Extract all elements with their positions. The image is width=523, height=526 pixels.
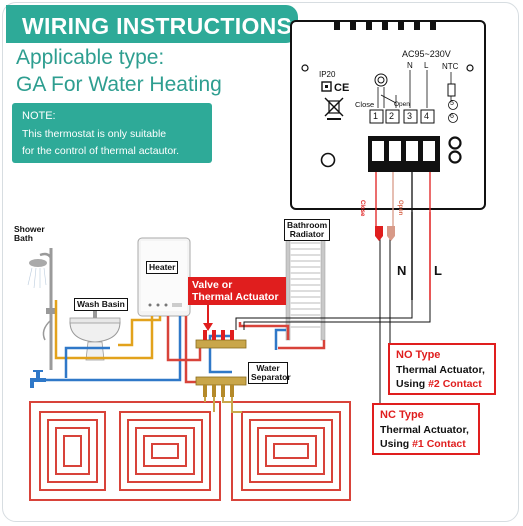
- terminal-5-label: 5: [450, 100, 454, 107]
- mains-wires: [411, 212, 431, 300]
- bathroom-radiator-label: Bathroom Radiator: [284, 219, 330, 241]
- terminal-3-label: 3: [407, 111, 413, 121]
- outer-frame: [2, 2, 519, 522]
- page-title: WIRING INSTRUCTIONS: [22, 13, 293, 39]
- actuator-plug: [375, 226, 383, 241]
- terminal-6-label: 6: [450, 113, 454, 120]
- water-separator-label: Water Separator: [248, 362, 291, 384]
- applicable-type-label: Applicable type:: [16, 46, 165, 69]
- note-title: NOTE:: [22, 110, 56, 122]
- terminal-4-label: 4: [424, 111, 430, 121]
- underfloor-heating-loops: [29, 401, 351, 501]
- no-type-contact: #2 Contact: [428, 378, 482, 390]
- note-box: NOTE: This thermostat is only suitable f…: [12, 103, 212, 163]
- no-type-title: NO Type: [396, 349, 441, 361]
- open-contact-label: Open: [394, 101, 410, 108]
- neutral-wire-label: N: [397, 263, 407, 278]
- hot-water-pipes: [54, 300, 162, 360]
- voltage-label: AC95~230V: [402, 49, 451, 59]
- wire-open-label: Open: [397, 200, 403, 216]
- actuator-plug: [387, 226, 395, 241]
- title-banner: WIRING INSTRUCTIONS: [6, 5, 298, 43]
- shower-label: Shower Bath: [14, 224, 45, 243]
- ce-mark-icon: CE: [334, 82, 349, 94]
- shower-fixture: [27, 248, 56, 370]
- no-type-callout: NO Type Thermal Actuator, Using #2 Conta…: [388, 343, 496, 395]
- valve-actuator-callout: Valve or Thermal Actuator: [188, 277, 286, 305]
- neutral-terminal-label: N: [407, 61, 413, 70]
- heater-boiler: [137, 237, 191, 317]
- terminal-1-label: 1: [373, 111, 379, 121]
- tap-icon: [30, 370, 46, 388]
- nc-type-contact: #1 Contact: [412, 438, 466, 450]
- floor-loop-feeds: [204, 397, 242, 413]
- no-type-line-1: Thermal Actuator,: [396, 364, 485, 376]
- nc-type-callout: NC Type Thermal Actuator, Using #1 Conta…: [372, 403, 480, 455]
- nc-type-line-2: Using #1 Contact: [380, 438, 466, 450]
- live-wire-label: L: [434, 263, 442, 278]
- live-terminal-label: L: [424, 61, 429, 70]
- nc-type-title: NC Type: [380, 409, 424, 421]
- weee-bin-icon: [324, 97, 344, 120]
- terminal-2-label: 2: [389, 111, 395, 121]
- nc-type-line-1: Thermal Actuator,: [380, 424, 469, 436]
- heating-supply-pipes: [166, 316, 326, 384]
- close-contact-label: Close: [355, 100, 375, 109]
- note-line-1: This thermostat is only suitable: [22, 128, 167, 140]
- relay-symbol: [374, 73, 397, 108]
- wire-close-label: Close: [359, 200, 365, 217]
- valve-pointer-arrow: [203, 305, 213, 331]
- wash-basin-label: Wash Basin: [74, 298, 128, 311]
- terminal-block: [368, 136, 462, 172]
- ip-rating-label: IP20: [319, 70, 336, 79]
- heater-label: Heater: [146, 261, 179, 274]
- mounting-hole: [301, 64, 309, 72]
- bathroom-radiator: [285, 231, 326, 341]
- mounting-hole: [466, 64, 474, 72]
- no-type-line-2: Using #2 Contact: [396, 378, 482, 390]
- double-insulation-icon: [321, 81, 332, 92]
- ntc-sensor-symbol: [447, 72, 458, 123]
- water-separator-manifold: [195, 330, 247, 397]
- note-line-2: for the control of thermal actautor.: [22, 145, 179, 157]
- screw-hole: [320, 152, 336, 168]
- ntc-label: NTC: [442, 62, 459, 71]
- terminal-number-boxes: [369, 109, 435, 124]
- applicable-type-value: GA For Water Heating: [16, 73, 222, 96]
- wash-basin: [69, 310, 121, 361]
- control-cables: [235, 300, 431, 330]
- panel-tabs: [334, 22, 436, 30]
